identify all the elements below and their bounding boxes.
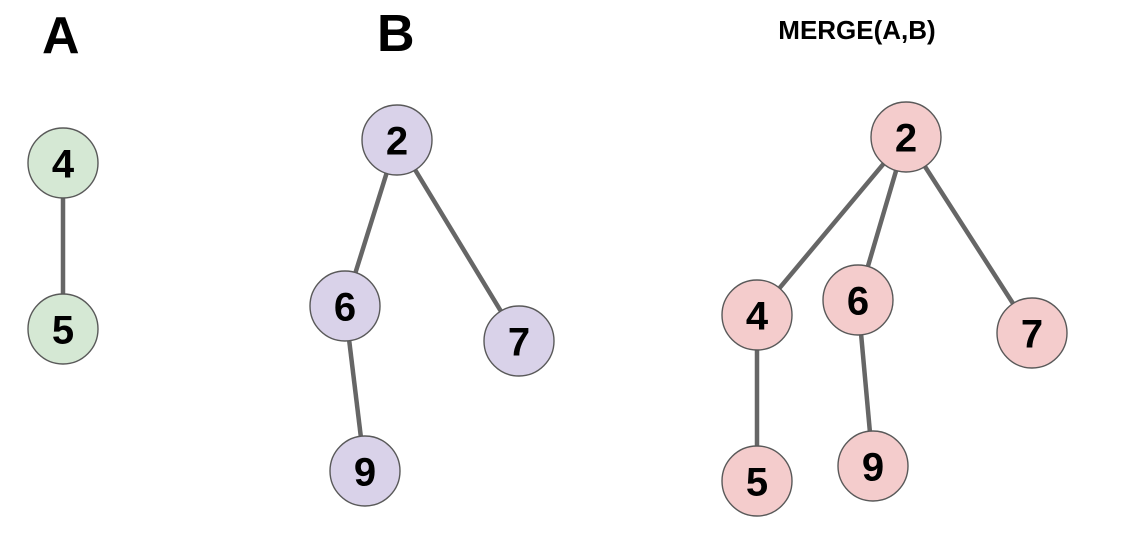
tree-a-node-label-4: 4 [52, 142, 75, 186]
tree-merge-node-7 [996, 297, 1068, 369]
tree-b-node-label-6: 6 [334, 285, 356, 329]
tree-a: 45 [27, 127, 99, 365]
tree-merge-edge-2-4 [755, 135, 908, 317]
tree-b-node-label-9: 9 [354, 450, 376, 494]
tree-merge-node-label-7: 7 [1021, 312, 1043, 356]
tree-merge-node-label-5: 5 [746, 460, 768, 504]
tree-a-node-label-5: 5 [52, 308, 74, 352]
tree-merge-node-label-6: 6 [847, 279, 869, 323]
tree-a-title: A [42, 7, 80, 65]
tree-a-node-5 [27, 293, 99, 365]
tree-b: 2 6 7 9 [309, 104, 555, 507]
tree-a-node-4 [27, 127, 99, 199]
tree-merge-node-label-2: 2 [895, 116, 917, 160]
tree-merge-node-4 [721, 279, 793, 351]
tree-b-node-label-7: 7 [508, 320, 530, 364]
tree-b-node-7 [483, 305, 555, 377]
tree-b-node-6 [309, 270, 381, 342]
tree-merge: 2 4 6 7 5 9 [721, 101, 1068, 517]
tree-b-edge-2-7 [395, 138, 521, 343]
merge-title: MERGE(A,B) [778, 15, 936, 45]
tree-merge-node-6 [822, 264, 894, 336]
tree-merge-edge-2-7 [904, 135, 1034, 335]
tree-merge-node-label-4: 4 [746, 294, 769, 338]
tree-b-node-label-2: 2 [386, 119, 408, 163]
tree-merge-node-2 [870, 101, 942, 173]
tree-b-node-2 [361, 104, 433, 176]
tree-merge-node-5 [721, 445, 793, 517]
tree-b-title: B [377, 5, 415, 63]
tree-merge-node-9 [837, 430, 909, 502]
tree-merge-node-label-9: 9 [862, 445, 884, 489]
tree-b-node-9 [329, 435, 401, 507]
